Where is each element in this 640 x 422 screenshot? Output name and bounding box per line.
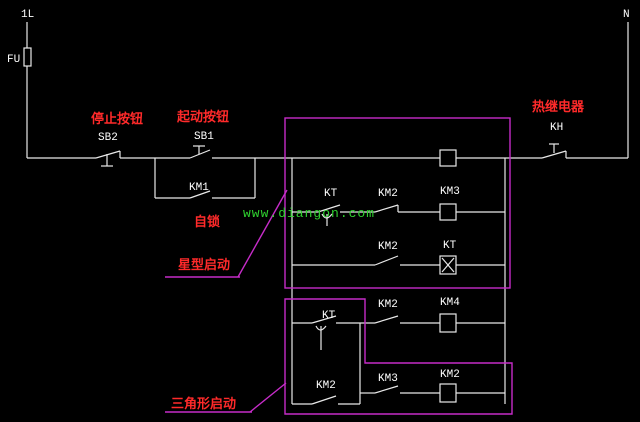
row2-kt-label: KT — [324, 188, 338, 200]
row5-km2-label: KM2 — [316, 380, 336, 392]
row4-kt-label: KT — [322, 310, 336, 322]
kh-contact-symbol — [541, 143, 567, 159]
km1-hold-label: KM1 — [189, 182, 209, 194]
row2-km3-label: KM3 — [440, 186, 460, 198]
row5-km2-coil-label: KM2 — [440, 369, 460, 381]
sb2-label: SB2 — [98, 132, 118, 144]
star-start-label: 星型启动 — [178, 257, 230, 273]
row4-km4-label: KM4 — [440, 297, 460, 309]
thermal-relay-label: 热继电器 — [532, 99, 585, 115]
row4-km2-label: KM2 — [378, 299, 398, 311]
kh-label: KH — [550, 122, 563, 134]
row-3 — [292, 255, 505, 275]
start-button-label: 起动按钮 — [176, 109, 229, 125]
sb1-start-button-symbol — [189, 145, 211, 159]
star-start-leader — [237, 189, 288, 278]
stop-button-label: 停止按钮 — [91, 111, 143, 127]
row3-km2-label: KM2 — [378, 241, 398, 253]
self-lock-label: 自锁 — [194, 214, 220, 230]
row-5 — [292, 323, 505, 405]
delta-start-highlight-box — [284, 298, 513, 415]
sb1-label: SB1 — [194, 131, 214, 143]
main-line — [27, 143, 628, 167]
km1-coil-symbol — [439, 149, 457, 167]
km3-coil-symbol — [439, 203, 457, 221]
star-start-highlight-box — [284, 117, 511, 289]
row3-kt-label: KT — [443, 240, 457, 252]
kt-delta-contact-symbol — [311, 315, 337, 324]
label-n: N — [623, 9, 630, 21]
km1-self-lock-branch — [154, 158, 256, 199]
rail-1l — [23, 22, 32, 158]
sb2-stop-button-symbol — [95, 150, 121, 167]
kt-timer-contact-symbol — [317, 204, 341, 213]
row-2 — [292, 203, 505, 226]
watermark-text: www.diangon.com — [243, 206, 375, 221]
delta-start-label: 三角形启动 — [171, 396, 236, 412]
delta-start-leader — [249, 382, 287, 413]
row5-km3-label: KM3 — [378, 373, 398, 385]
km4-coil-symbol — [439, 313, 457, 333]
row2-km2-label: KM2 — [378, 188, 398, 200]
label-fu: FU — [7, 54, 20, 66]
km2-coil-symbol — [439, 383, 457, 403]
label-1l: 1L — [21, 9, 34, 21]
